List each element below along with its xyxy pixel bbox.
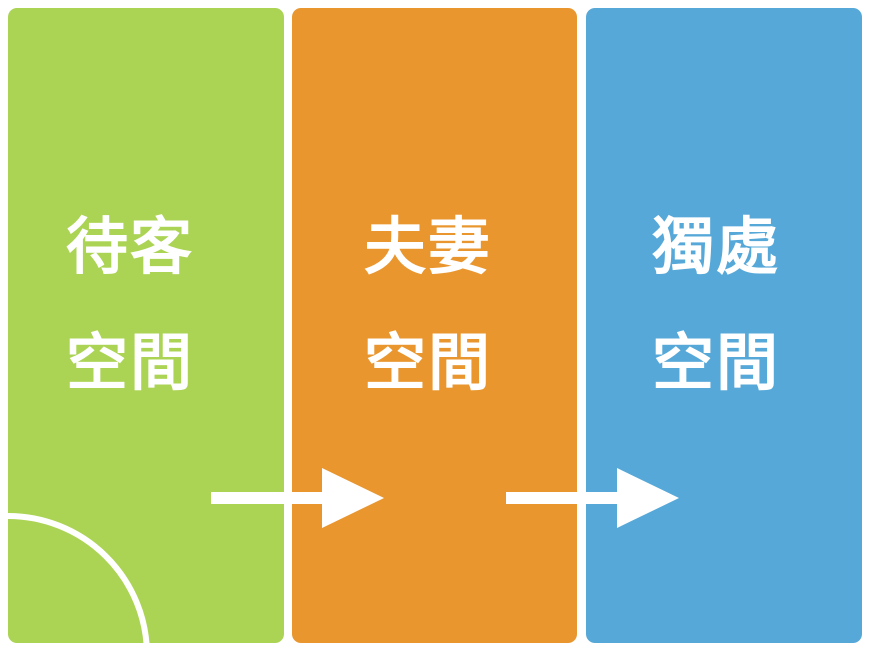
panel-couple-space: 夫妻 空間 — [292, 8, 577, 643]
panel-guest-space: 待客 空間 — [8, 8, 284, 643]
panel-2-title-line2: 空間 — [364, 326, 493, 399]
panel-private-space: 獨處 空間 — [586, 8, 862, 643]
panel-1-title-line1: 待客 — [66, 210, 195, 283]
panel-1-title-line2: 空間 — [66, 326, 195, 399]
panel-2-title-line1: 夫妻 — [364, 210, 493, 283]
panel-3-title-line1: 獨處 — [652, 210, 781, 283]
panel-3-title-line2: 空間 — [652, 326, 781, 399]
